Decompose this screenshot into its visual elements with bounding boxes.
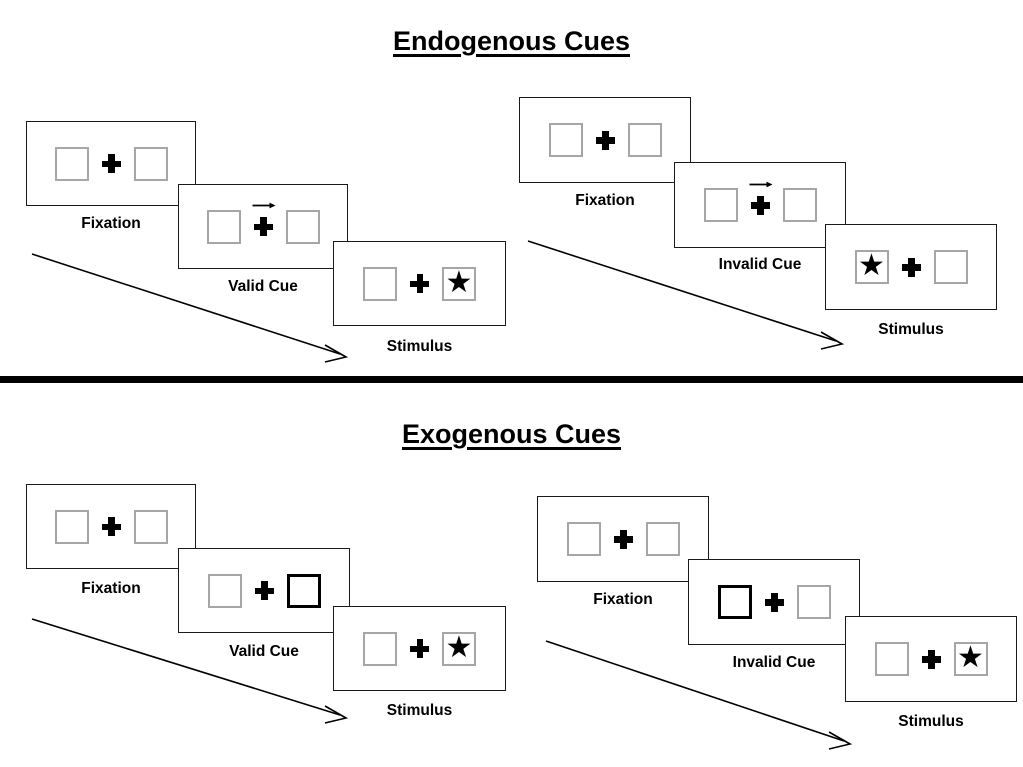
trial-panel-invalid-cue <box>688 559 860 645</box>
trial-panel-invalid-cue <box>674 162 846 248</box>
cue-holder <box>254 581 274 600</box>
cue-holder <box>101 154 121 173</box>
placeholder-box-right <box>796 585 831 619</box>
target-box-left: ★ <box>854 249 889 284</box>
placeholder-box-left <box>363 631 397 666</box>
star-icon: ★ <box>445 630 473 664</box>
placeholder-box-right <box>133 509 168 544</box>
placeholder-box-left <box>54 509 89 544</box>
placeholder-box-left <box>703 188 738 222</box>
cue-holder <box>901 257 921 277</box>
placeholder-box-left <box>363 266 397 301</box>
target-box-right: ★ <box>953 641 988 676</box>
placeholder-box-left <box>874 642 909 676</box>
arrow-right-cue-icon <box>252 202 276 209</box>
cued-box-right <box>286 573 321 608</box>
stage-label-valid-cue: Valid Cue <box>228 278 298 295</box>
stage-label-stimulus: Stimulus <box>386 702 453 719</box>
trial-panel-fixation: ★ ★ <box>26 121 196 206</box>
fixation-cross-icon <box>410 274 429 293</box>
trial-panel-valid-cue <box>178 184 348 269</box>
stage-label-fixation: Fixation <box>81 215 141 232</box>
panel-content <box>703 181 817 222</box>
fixation-cross-icon <box>595 130 615 150</box>
exogenous-section-title: Exogenous Cues <box>401 419 622 449</box>
fixation-cross-icon <box>253 217 273 236</box>
fixation-cross-icon <box>750 195 770 215</box>
cue-holder <box>101 517 121 536</box>
stage-label-fixation: Fixation <box>593 591 653 608</box>
panel-content <box>717 585 831 619</box>
stage-label-invalid-cue: Invalid Cue <box>718 256 802 273</box>
panel-content <box>54 509 168 544</box>
panel-content <box>566 522 680 556</box>
stage-label-fixation: Fixation <box>81 580 141 597</box>
panel-content: ★ <box>874 641 988 676</box>
sequence-flow-arrow <box>527 240 845 350</box>
trial-panel-valid-cue <box>178 548 350 633</box>
fixation-cross-icon <box>410 639 429 658</box>
stage-label-invalid-cue: Invalid Cue <box>732 654 816 671</box>
sequence-flow-arrow <box>545 640 853 750</box>
placeholder-box-right <box>285 209 320 244</box>
stage-label-stimulus: Stimulus <box>898 713 964 730</box>
cued-box-left <box>717 585 752 619</box>
panel-content: ★ <box>363 630 476 666</box>
cue-holder <box>921 649 941 669</box>
fixation-cross-icon <box>764 592 784 612</box>
fixation-cross-icon <box>613 529 633 549</box>
cue-holder <box>613 529 633 549</box>
stage-label-valid-cue: Valid Cue <box>229 643 299 660</box>
placeholder-box-right: ★ <box>133 146 168 181</box>
trial-panel-stimulus: ★ <box>825 224 997 310</box>
stage-label-stimulus: Stimulus <box>878 321 944 338</box>
panel-content <box>207 573 321 608</box>
placeholder-box-left <box>566 522 601 556</box>
cue-holder <box>410 274 429 293</box>
panel-content: ★ <box>854 249 968 284</box>
fixation-cross-icon <box>901 257 921 277</box>
stage-label-stimulus: Stimulus <box>386 338 453 355</box>
trial-panel-fixation <box>537 496 709 582</box>
trial-panel-stimulus: ★ <box>333 241 506 326</box>
placeholder-box-left: ★ <box>54 146 89 181</box>
stage-label-fixation: Fixation <box>575 192 635 209</box>
panel-content <box>206 202 320 244</box>
trial-panel-fixation <box>26 484 196 569</box>
fixation-cross-icon <box>254 581 274 600</box>
placeholder-box-right <box>627 123 662 157</box>
panel-content: ★ ★ <box>54 146 168 181</box>
placeholder-box-right <box>933 250 968 284</box>
panel-content: ★ <box>363 265 476 301</box>
trial-panel-stimulus: ★ <box>333 606 506 691</box>
endogenous-section-title: Endogenous Cues <box>392 26 630 56</box>
trial-panel-stimulus: ★ <box>845 616 1017 702</box>
star-icon: ★ <box>858 249 885 282</box>
fixation-cross-icon <box>101 517 121 536</box>
cue-holder <box>749 181 773 215</box>
placeholder-box-left <box>206 209 241 244</box>
placeholder-box-left <box>548 123 583 157</box>
placeholder-box-right <box>645 522 680 556</box>
fixation-cross-icon <box>101 154 121 173</box>
star-icon: ★ <box>957 641 984 674</box>
target-box-right: ★ <box>442 630 476 666</box>
placeholder-box-left <box>207 573 242 608</box>
section-divider <box>0 376 1023 383</box>
cue-holder <box>595 130 615 150</box>
arrow-right-cue-icon <box>749 181 773 187</box>
cue-holder <box>252 202 276 236</box>
fixation-cross-icon <box>921 649 941 669</box>
star-icon: ★ <box>445 265 473 299</box>
target-box-right: ★ <box>442 265 476 301</box>
panel-content <box>548 123 662 157</box>
placeholder-box-right <box>782 188 817 222</box>
cue-holder <box>764 592 784 612</box>
cue-holder <box>410 639 429 658</box>
trial-panel-fixation <box>519 97 691 183</box>
